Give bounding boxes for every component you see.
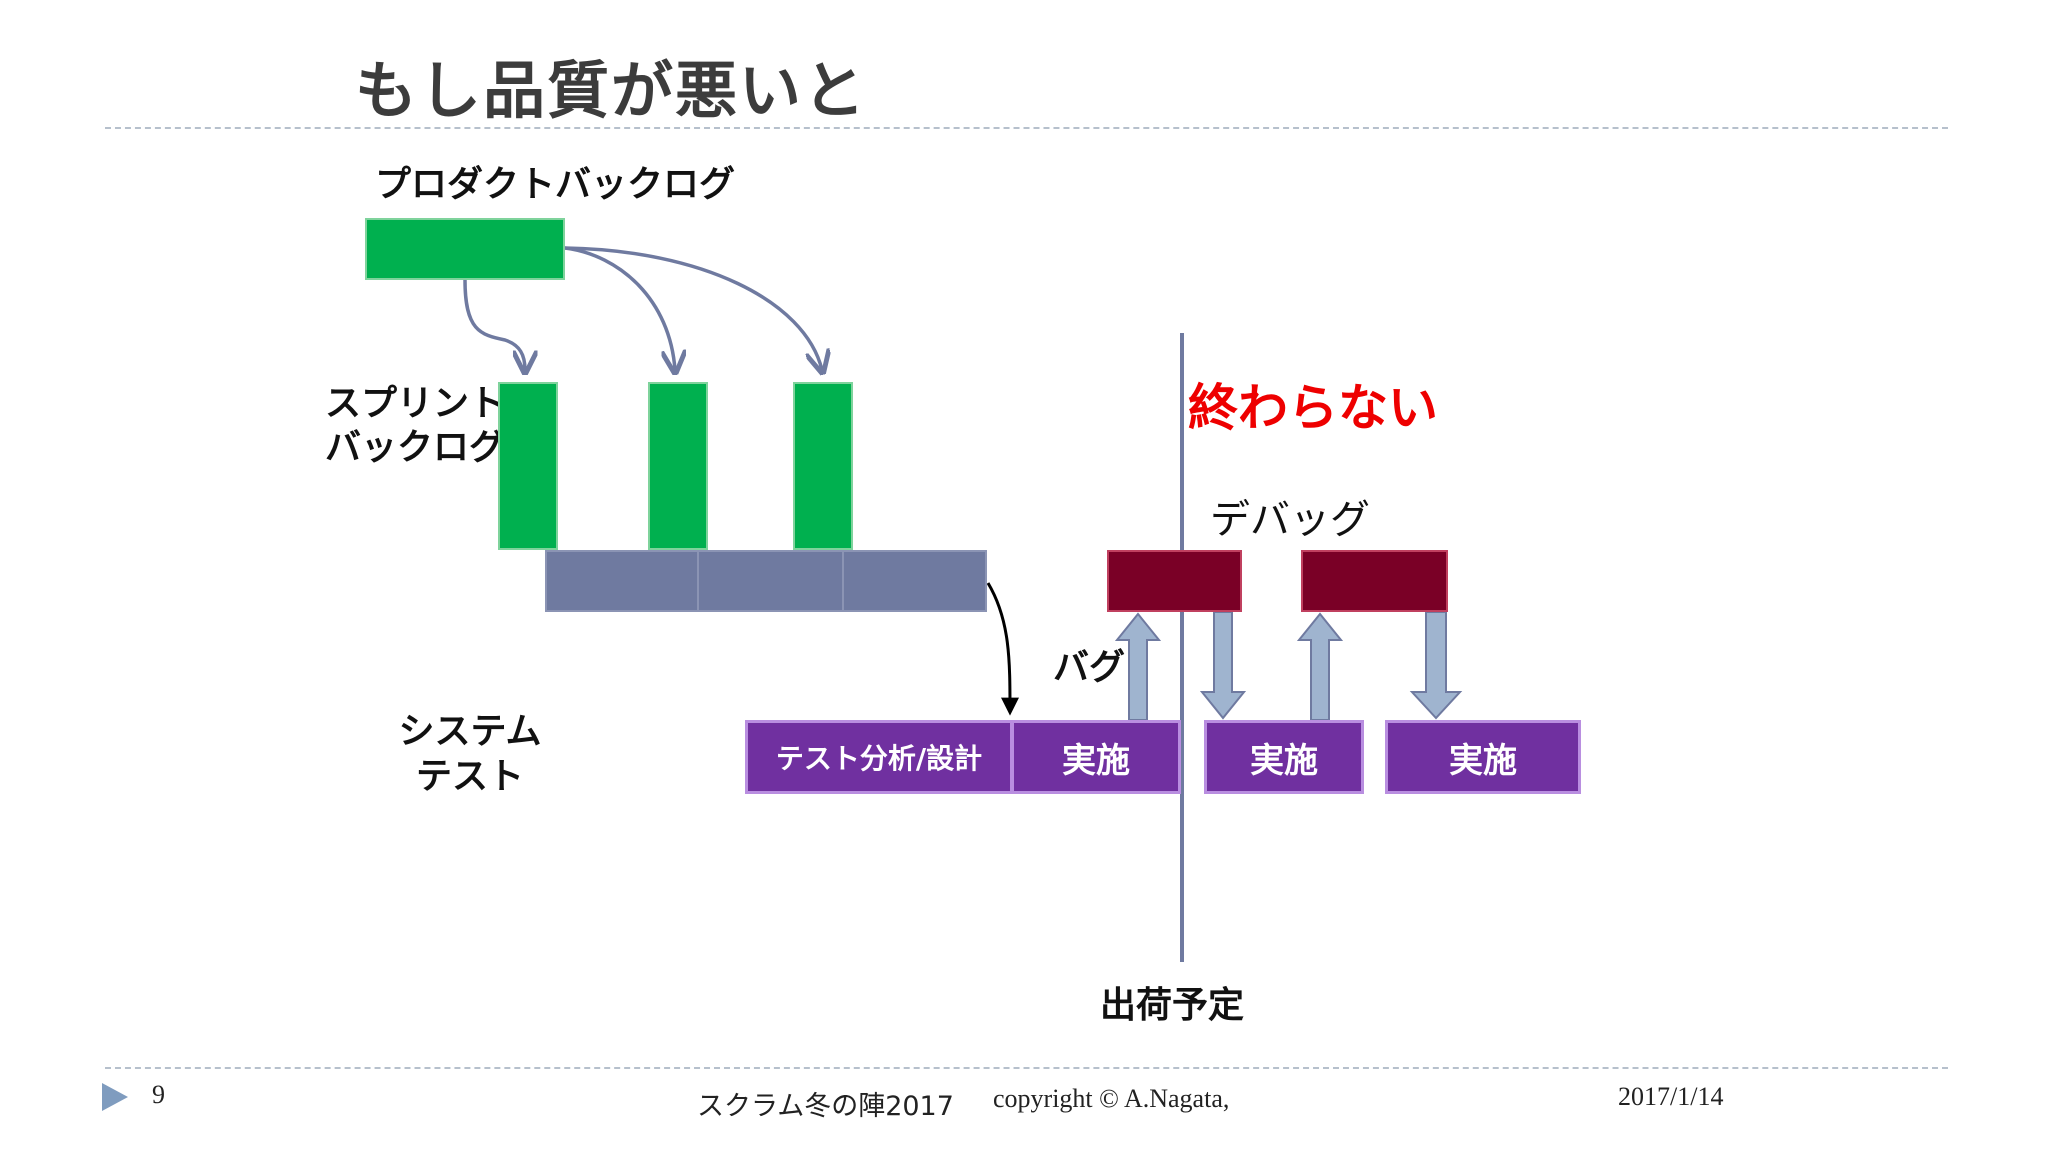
debug-block-2 bbox=[1301, 550, 1448, 612]
sprint-backlog-label-line2: バックログ bbox=[325, 427, 506, 468]
debug-block-1 bbox=[1107, 550, 1242, 612]
footer-divider bbox=[105, 1067, 1948, 1069]
split-arrow-3 bbox=[564, 246, 822, 370]
test-execute-box-3: 実施 bbox=[1385, 720, 1581, 794]
debug-label: デバッグ bbox=[1210, 497, 1370, 543]
footer-event: スクラム冬の陣2017 bbox=[697, 1091, 954, 1122]
title-divider bbox=[105, 127, 1948, 129]
system-test-label-line1: システム bbox=[398, 711, 542, 752]
test-execute-box-1: 実施 bbox=[1011, 720, 1181, 794]
fix-arrow-down-1 bbox=[1199, 611, 1247, 720]
footer-copyright: copyright © A.Nagata, bbox=[993, 1084, 1230, 1113]
sprint-backlog-item-2 bbox=[648, 382, 708, 550]
split-arrow-1 bbox=[463, 279, 525, 370]
footer-date: 2017/1/14 bbox=[1618, 1082, 1724, 1111]
sprint-backlog-label-line1: スプリント bbox=[325, 383, 506, 424]
flow-arrow bbox=[986, 582, 1019, 716]
bug-label: バグ bbox=[1053, 647, 1126, 688]
ship-date-label: 出荷予定 bbox=[1100, 985, 1245, 1026]
test-analysis-design-box: テスト分析/設計 bbox=[745, 720, 1013, 794]
bug-arrow-up-1 bbox=[1114, 612, 1162, 721]
sprint-bar-segment-2 bbox=[697, 550, 844, 612]
product-backlog-block bbox=[365, 218, 565, 280]
sprint-bar-segment-3 bbox=[842, 550, 987, 612]
fix-arrow-down-2 bbox=[1409, 611, 1463, 720]
slide-title: もし品質が悪いと bbox=[355, 54, 868, 127]
sprint-backlog-item-1 bbox=[498, 382, 558, 550]
sprint-backlog-item-3 bbox=[793, 382, 853, 550]
test-execute-box-2: 実施 bbox=[1204, 720, 1364, 794]
bug-arrow-up-2 bbox=[1296, 612, 1344, 721]
not-finished-label: 終わらない bbox=[1188, 379, 1438, 437]
sprint-bar-segment-1 bbox=[545, 550, 699, 612]
system-test-label-line2: テスト bbox=[415, 756, 524, 797]
split-arrow-2 bbox=[564, 246, 675, 370]
product-backlog-label: プロダクトバックログ bbox=[375, 164, 736, 205]
page-number: 9 bbox=[152, 1080, 165, 1109]
